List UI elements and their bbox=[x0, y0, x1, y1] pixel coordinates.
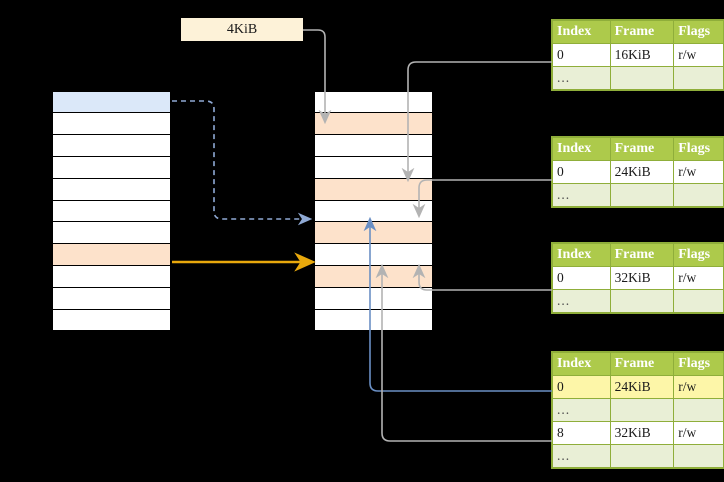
connector-table2-to-frame bbox=[412, 179, 552, 219]
physical-frame-row-5 bbox=[314, 199, 433, 223]
page-table-1-cell-0-1: 16KiB bbox=[609, 43, 675, 67]
page-table-3-header-frame: Frame bbox=[609, 243, 675, 267]
page-table-1-cell-0-0: 0 bbox=[552, 43, 611, 67]
virtual-page-row-2 bbox=[52, 134, 171, 157]
page-table-4-row: ... bbox=[552, 444, 724, 468]
page-table-4-cell-3-1 bbox=[609, 444, 675, 468]
page-table-2-header-frame: Frame bbox=[609, 137, 675, 161]
virtual-page-row-1 bbox=[52, 112, 171, 136]
virtual-page-row-5 bbox=[52, 199, 171, 223]
page-table-4-cell-1-0: ... bbox=[552, 398, 611, 422]
page-table-1-cell-1-1 bbox=[609, 66, 675, 90]
page-table-4-row: ... bbox=[552, 398, 724, 422]
page-table-3-header-flags: Flags bbox=[673, 243, 724, 267]
page-table-4-cell-3-0: ... bbox=[552, 444, 611, 468]
page-table-4-cell-0-0: 0 bbox=[552, 375, 611, 399]
page-table-2-cell-0-1: 24KiB bbox=[609, 160, 675, 184]
page-table-1-cell-1-2 bbox=[673, 66, 724, 90]
page-table-2-cell-1-0: ... bbox=[552, 183, 611, 207]
physical-address-space-column bbox=[313, 90, 434, 332]
virtual-page-row-9 bbox=[52, 286, 171, 310]
page-table-1-cell-0-2: r/w bbox=[673, 43, 724, 67]
page-table-4-cell-1-2 bbox=[673, 398, 724, 422]
physical-frame-row-1 bbox=[314, 112, 433, 136]
physical-frame-row-0 bbox=[314, 90, 433, 114]
page-table-1-cell-1-0: ... bbox=[552, 66, 611, 90]
page-table-4-cell-2-2: r/w bbox=[673, 421, 724, 445]
virtual-page-row-7 bbox=[52, 243, 171, 267]
page-table-3-cell-0-0: 0 bbox=[552, 266, 611, 290]
page-table-2-row: ... bbox=[552, 183, 724, 207]
physical-frame-row-8 bbox=[314, 265, 433, 288]
physical-frame-row-7 bbox=[314, 243, 433, 267]
physical-frame-row-10 bbox=[314, 308, 433, 332]
physical-frame-row-3 bbox=[314, 155, 433, 179]
page-table-2-header-flags: Flags bbox=[673, 137, 724, 161]
page-table-3-cell-0-1: 32KiB bbox=[609, 266, 675, 290]
page-table-4-header-flags: Flags bbox=[673, 352, 724, 376]
page-table-4-header-index: Index bbox=[552, 352, 611, 376]
page-table-2-header-index: Index bbox=[552, 137, 611, 161]
page-table-1-header-flags: Flags bbox=[673, 20, 724, 44]
physical-frame-row-6 bbox=[314, 221, 433, 245]
page-table-4-cell-1-1 bbox=[609, 398, 675, 422]
page-table-4-cell-2-0: 8 bbox=[552, 421, 611, 445]
page-table-3-cell-1-0: ... bbox=[552, 289, 611, 313]
page-table-1-header-frame: Frame bbox=[609, 20, 675, 44]
physical-frame-row-9 bbox=[314, 286, 433, 310]
page-table-4-header-frame: Frame bbox=[609, 352, 675, 376]
virtual-page-row-10 bbox=[52, 308, 171, 332]
page-table-1-header-index: Index bbox=[552, 20, 611, 44]
page-table-3-row: ... bbox=[552, 289, 724, 313]
page-table-4-cell-3-2 bbox=[673, 444, 724, 468]
size-label-4kib: 4KiB bbox=[181, 18, 303, 41]
virtual-page-row-6 bbox=[52, 221, 171, 245]
virtual-address-space-column bbox=[51, 90, 172, 332]
physical-frame-row-4 bbox=[314, 177, 433, 201]
page-table-2-cell-0-2: r/w bbox=[673, 160, 724, 184]
page-table-2-cell-1-1 bbox=[609, 183, 675, 207]
page-table-3-cell-1-2 bbox=[673, 289, 724, 313]
virtual-page-row-4 bbox=[52, 177, 171, 201]
page-table-4-cell-0-1: 24KiB bbox=[609, 375, 675, 399]
page-table-4-cell-0-2: r/w bbox=[673, 375, 724, 399]
page-table-2-cell-0-0: 0 bbox=[552, 160, 611, 184]
page-table-1-row: ... bbox=[552, 66, 724, 90]
physical-frame-row-2 bbox=[314, 134, 433, 157]
virtual-page-row-8 bbox=[52, 265, 171, 288]
virtual-page-row-3 bbox=[52, 155, 171, 179]
page-table-4-cell-2-1: 32KiB bbox=[609, 421, 675, 445]
page-table-3-header-index: Index bbox=[552, 243, 611, 267]
connector-table3-to-frame bbox=[412, 263, 552, 291]
connector-virtual-page-dashed bbox=[172, 100, 313, 226]
page-table-3-cell-1-1 bbox=[609, 289, 675, 313]
page-table-2-cell-1-2 bbox=[673, 183, 724, 207]
page-table-3-cell-0-2: r/w bbox=[673, 266, 724, 290]
virtual-page-row-0 bbox=[52, 90, 171, 114]
